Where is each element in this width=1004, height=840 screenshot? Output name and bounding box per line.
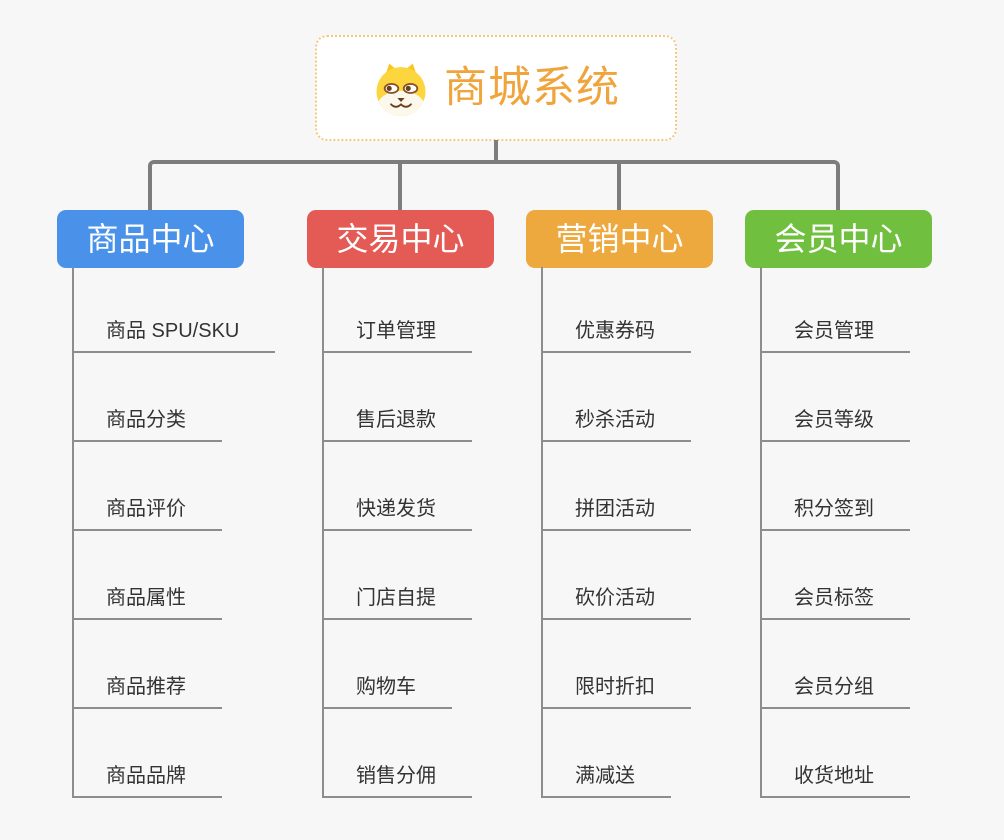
leaf-node-product-attribute[interactable]: 商品属性 [72,587,222,620]
leaf-node-shipping-address[interactable]: 收货地址 [760,765,910,798]
column-connector-line [322,267,324,798]
leaf-node-shopping-cart[interactable]: 购物车 [322,676,452,709]
branch-column-marketing-center: 优惠券码 秒杀活动 拼团活动 砍价活动 限时折扣 满减送 [541,267,771,798]
leaf-node-member-group[interactable]: 会员分组 [760,676,910,709]
leaf-node-coupon-code[interactable]: 优惠券码 [541,320,691,353]
leaf-node-product-category[interactable]: 商品分类 [72,409,222,442]
branch-node-trade-center[interactable]: 交易中心 [307,210,494,268]
root-node-title: 商城系统 [444,63,620,112]
leaf-node-member-management[interactable]: 会员管理 [760,320,910,353]
leaf-node-sales-commission[interactable]: 销售分佣 [322,765,472,798]
branch-column-product-center: 商品 SPU/SKU 商品分类 商品评价 商品属性 商品推荐 商品品牌 [72,267,302,798]
leaf-node-store-pickup[interactable]: 门店自提 [322,587,472,620]
leaf-node-spend-and-save[interactable]: 满减送 [541,765,671,798]
branch-node-product-center[interactable]: 商品中心 [57,210,244,268]
branch-connector-bus [148,160,840,210]
branch-column-member-center: 会员管理 会员等级 积分签到 会员标签 会员分组 收货地址 [760,267,990,798]
leaf-node-order-management[interactable]: 订单管理 [322,320,472,353]
leaf-node-member-level[interactable]: 会员等级 [760,409,910,442]
branch-node-marketing-center[interactable]: 营销中心 [526,210,713,268]
leaf-node-member-tag[interactable]: 会员标签 [760,587,910,620]
leaf-node-product-brand[interactable]: 商品品牌 [72,765,222,798]
column-connector-line [72,267,74,798]
leaf-node-group-buy[interactable]: 拼团活动 [541,498,691,531]
leaf-node-product-recommend[interactable]: 商品推荐 [72,676,222,709]
leaf-node-aftersale-refund[interactable]: 售后退款 [322,409,472,442]
branch-node-member-center[interactable]: 会员中心 [745,210,932,268]
leaf-node-points-checkin[interactable]: 积分签到 [760,498,910,531]
root-node[interactable]: 商城系统 [315,35,677,141]
leaf-node-limited-time-discount[interactable]: 限时折扣 [541,676,691,709]
branch-connector-drop [617,164,621,210]
leaf-node-express-shipping[interactable]: 快递发货 [322,498,472,531]
leaf-node-product-review[interactable]: 商品评价 [72,498,222,531]
leaf-node-product-spu-sku[interactable]: 商品 SPU/SKU [72,320,276,353]
shiba-dog-icon [376,63,426,117]
column-connector-line [760,267,762,798]
leaf-node-bargain-activity[interactable]: 砍价活动 [541,587,691,620]
leaf-node-flash-sale[interactable]: 秒杀活动 [541,409,691,442]
root-connector-stub [494,140,498,162]
branch-column-trade-center: 订单管理 售后退款 快递发货 门店自提 购物车 销售分佣 [322,267,552,798]
column-connector-line [541,267,543,798]
branch-connector-drop [398,164,402,210]
